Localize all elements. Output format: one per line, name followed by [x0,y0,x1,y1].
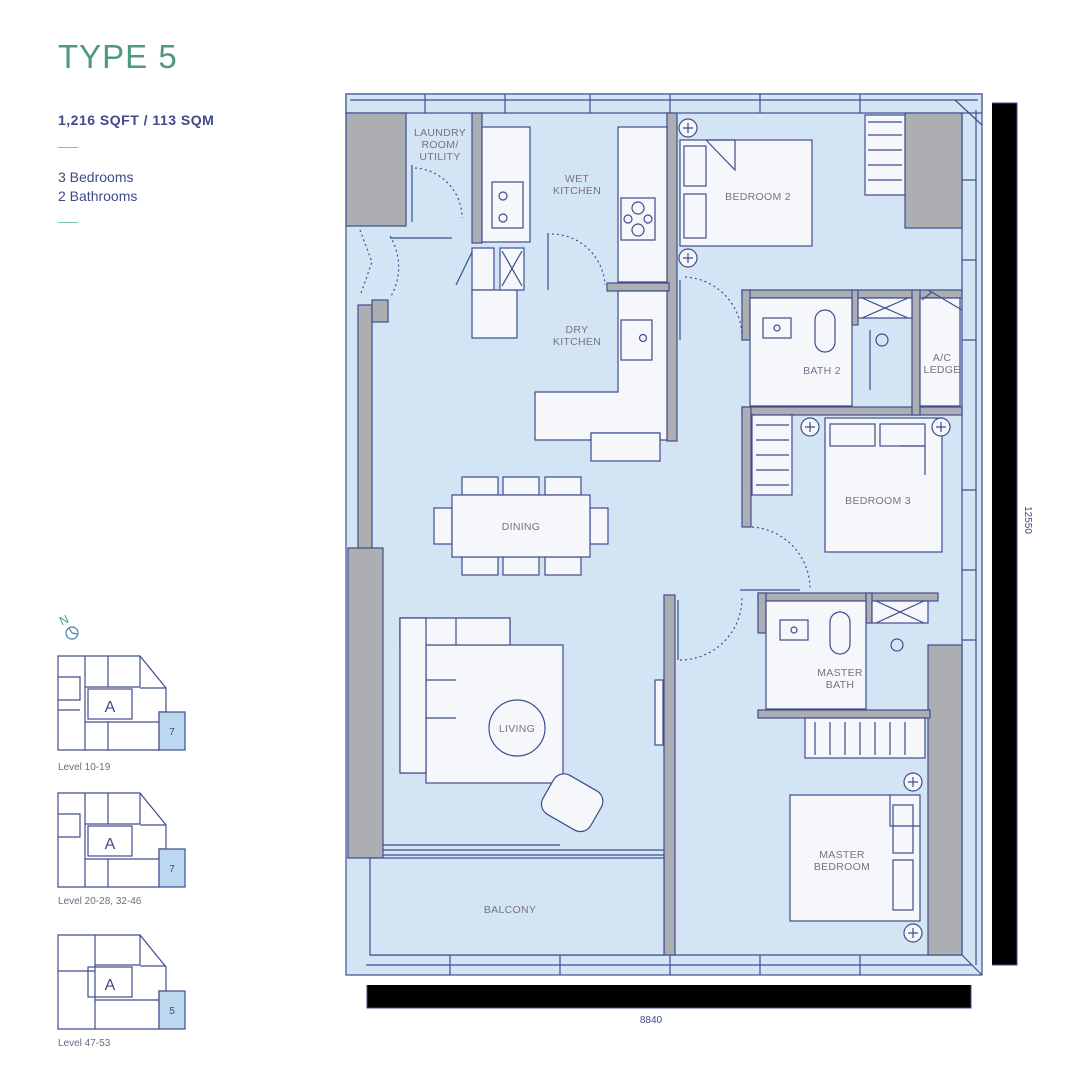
balcony-area [369,857,665,956]
key-plan-label-1: Level 10-19 [58,762,111,773]
svg-text:A: A [105,836,116,853]
svg-text:A: A [105,699,116,716]
key-plan-2: A 7 [57,792,186,888]
room-label-dry-kitchen: DRY [566,324,589,336]
room-count: 3 Bedrooms 2 Bathrooms [58,168,137,206]
room-label-bedroom-3: BEDROOM 3 [845,495,911,507]
dimension-lines [366,102,1018,1009]
divider [58,147,78,148]
divider [58,222,78,223]
room-label-living: LIVING [499,723,535,735]
room-label-ac-ledge: LEDGE [923,364,960,376]
room-label-balcony: BALCONY [484,904,536,916]
room-label-bedroom-2: BEDROOM 2 [725,191,791,203]
svg-text:A: A [105,977,116,994]
key-plan-label-3: Level 47-53 [58,1038,111,1049]
bedroom-count: 3 Bedrooms [58,169,134,185]
room-label-master-bath: BATH [826,679,854,691]
svg-text:7: 7 [169,864,175,875]
room-label-wet-kitchen: WET [565,173,590,185]
room-label-master-bedroom: MASTER [819,849,865,861]
svg-text:7: 7 [169,727,175,738]
room-label-dry-kitchen: KITCHEN [553,336,601,348]
north-compass-icon: N [57,612,79,640]
room-label-laundry: UTILITY [419,151,460,163]
room-label-bath-2: BATH 2 [803,365,841,377]
room-label-laundry: LAUNDRY [414,127,466,139]
room-label-master-bath: MASTER [817,667,863,679]
key-plan-3: A 5 [57,934,186,1030]
room-label-master-bedroom: BEDROOM [814,861,870,873]
svg-text:N: N [57,612,71,628]
dimension-height: 12550 [1022,506,1033,534]
room-labels: LAUNDRY ROOM/ UTILITY WET KITCHEN DRY KI… [414,127,960,916]
dimension-width: 8840 [640,1015,663,1026]
bathroom-count: 2 Bathrooms [58,188,138,204]
key-plan-label-2: Level 20-28, 32-46 [58,896,142,907]
room-label-wet-kitchen: KITCHEN [553,185,601,197]
room-label-dining: DINING [502,521,541,533]
key-plan-1: A 7 [57,655,186,751]
unit-area: 1,216 SQFT / 113 SQM [58,112,215,128]
unit-type-title: TYPE 5 [58,38,178,75]
room-label-ac-ledge: A/C [933,352,952,364]
svg-text:5: 5 [169,1006,175,1017]
room-label-laundry: ROOM/ [421,139,458,151]
balcony-sliding-door [383,844,664,856]
